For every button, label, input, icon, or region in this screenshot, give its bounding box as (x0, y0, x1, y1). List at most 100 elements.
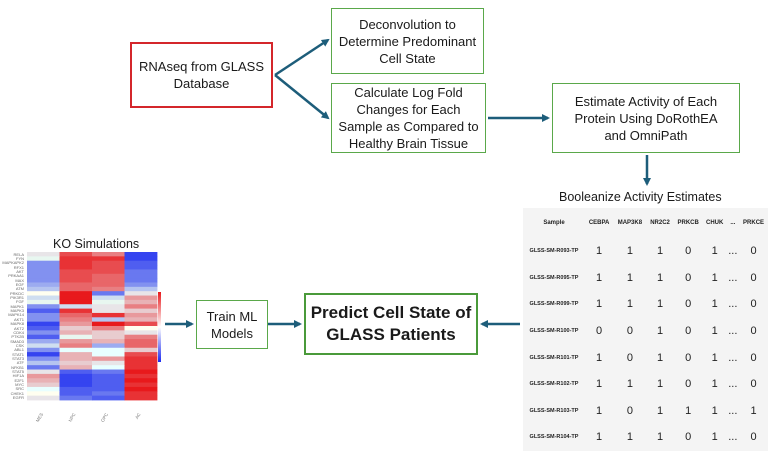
heatmap-colorbar (158, 292, 161, 362)
heatmap-row-label: RFX1 (13, 264, 24, 270)
heatmap-cell (92, 343, 125, 349)
arrow-rnaseq-to-logfold (274, 74, 330, 120)
heatmap-cell (59, 286, 93, 292)
heatmap-cell (92, 330, 125, 336)
table-cell: 1 (656, 245, 664, 258)
heatmap-cell (92, 365, 125, 370)
table-header-cell: CEBPA (588, 220, 610, 226)
table-cell: 1 (656, 351, 664, 364)
heatmap-cell (59, 252, 93, 257)
heatmap-cell (59, 339, 93, 344)
table-cell: 1 (656, 298, 664, 311)
heatmap-cell (124, 295, 158, 301)
deconvolution-label: Deconvolution to Determine Predominant C… (338, 16, 477, 66)
heatmap-cell (124, 278, 158, 283)
heatmap-cell (59, 265, 93, 270)
table-cell: 0 (685, 245, 692, 258)
heatmap-cell (124, 286, 158, 292)
heatmap-cell (59, 365, 93, 370)
deconvolution-node: Deconvolution to Determine Predominant C… (331, 8, 484, 74)
heatmap-cell (27, 304, 60, 309)
heatmap-cell (59, 295, 93, 301)
table-cell: 1 (711, 298, 718, 311)
heatmap-row-label: STAT1 (12, 351, 24, 357)
activity-table: Sample CEBPA MAP3K8 NR2C2 PRKCB CHUK ...… (523, 208, 768, 451)
heatmap-cell (59, 373, 93, 379)
heatmap-row-label: E2F1 (14, 377, 24, 383)
heatmap-col-label: OPC (100, 411, 110, 423)
table-cell: 0 (596, 325, 603, 338)
table-header-cell: PRKCB (677, 220, 699, 226)
heatmap-cell (59, 378, 93, 383)
table-cell: 1 (626, 298, 633, 311)
table-cell: 1 (596, 245, 603, 258)
heatmap-cell (59, 343, 93, 349)
heatmap-cell (124, 273, 158, 279)
heatmap-row-label: CSK (15, 342, 24, 348)
heatmap-cell (92, 282, 125, 288)
heatmap-cell (92, 373, 125, 379)
heatmap-cell (124, 386, 158, 392)
table-cell: 0 (750, 298, 757, 311)
heatmap-cell (92, 378, 125, 383)
heatmap-cell (124, 369, 158, 375)
heatmap-cell (27, 286, 60, 292)
table-cell: 0 (750, 351, 757, 364)
heatmap-row-label: PIK3R1 (10, 295, 24, 301)
heatmap-cell (59, 299, 93, 305)
heatmap-cell (92, 265, 125, 270)
table-cell: 1 (685, 404, 692, 417)
heatmap-cell (27, 369, 60, 375)
heatmap-row-label: FYN (16, 255, 24, 261)
heatmap-cell (59, 317, 93, 323)
table-header-cell: PRKCE (743, 220, 765, 226)
heatmap-cell (59, 321, 93, 327)
flow-arrows (165, 38, 651, 328)
heatmap-cell (27, 265, 60, 270)
heatmap-cell (124, 299, 158, 305)
heatmap-cell (59, 304, 93, 309)
sample-id-cell: GLSS-SM-R095-TP (529, 274, 579, 281)
heatmap-row-label: STAT3 (12, 355, 24, 361)
heatmap-cell (59, 308, 93, 314)
heatmap-cell (27, 326, 60, 331)
heatmap-row-label: EGF (15, 281, 24, 287)
table-cell: 1 (711, 325, 718, 338)
heatmap-cell (124, 317, 158, 323)
heatmap-cell (124, 339, 158, 344)
heatmap-col-label: AC (134, 411, 142, 420)
heatmap-cell (92, 278, 125, 283)
table-header-cell: Sample (543, 220, 565, 226)
heatmap-cell (59, 312, 93, 318)
table-cell: ... (728, 351, 738, 364)
heatmap-cell (59, 334, 93, 340)
heatmap-cell (59, 382, 93, 388)
heatmap-cell (92, 252, 125, 257)
heatmap-row-label: SMAD3 (10, 338, 24, 344)
heatmap-cell (27, 260, 60, 266)
heatmap-cell (92, 339, 125, 344)
heatmap-cell (27, 395, 60, 401)
heatmap-row-label: AKT2 (13, 325, 24, 331)
heatmap-cell (124, 378, 158, 383)
table-cell: 0 (750, 245, 757, 258)
heatmap-cell (92, 308, 125, 314)
heatmap-cell (27, 386, 60, 392)
heatmap-col-label: NPC (68, 411, 77, 422)
heatmap-cell (27, 391, 60, 397)
heatmap-cell (59, 352, 93, 357)
table-cell: ... (728, 404, 738, 417)
heatmap-cell (92, 260, 125, 266)
sample-id-cell: GLSS-SM-R104-TP (529, 434, 579, 441)
train-node: Train ML Models (196, 300, 268, 349)
heatmap-cell (59, 386, 93, 392)
table-cell: 1 (656, 325, 664, 338)
heatmap-cell (92, 391, 125, 397)
heatmap-cell (92, 312, 125, 318)
heatmap-cell (59, 360, 93, 366)
heatmap-row-label: MYC (15, 382, 24, 388)
sample-id-cell: GLSS-SM-R099-TP (529, 301, 579, 308)
